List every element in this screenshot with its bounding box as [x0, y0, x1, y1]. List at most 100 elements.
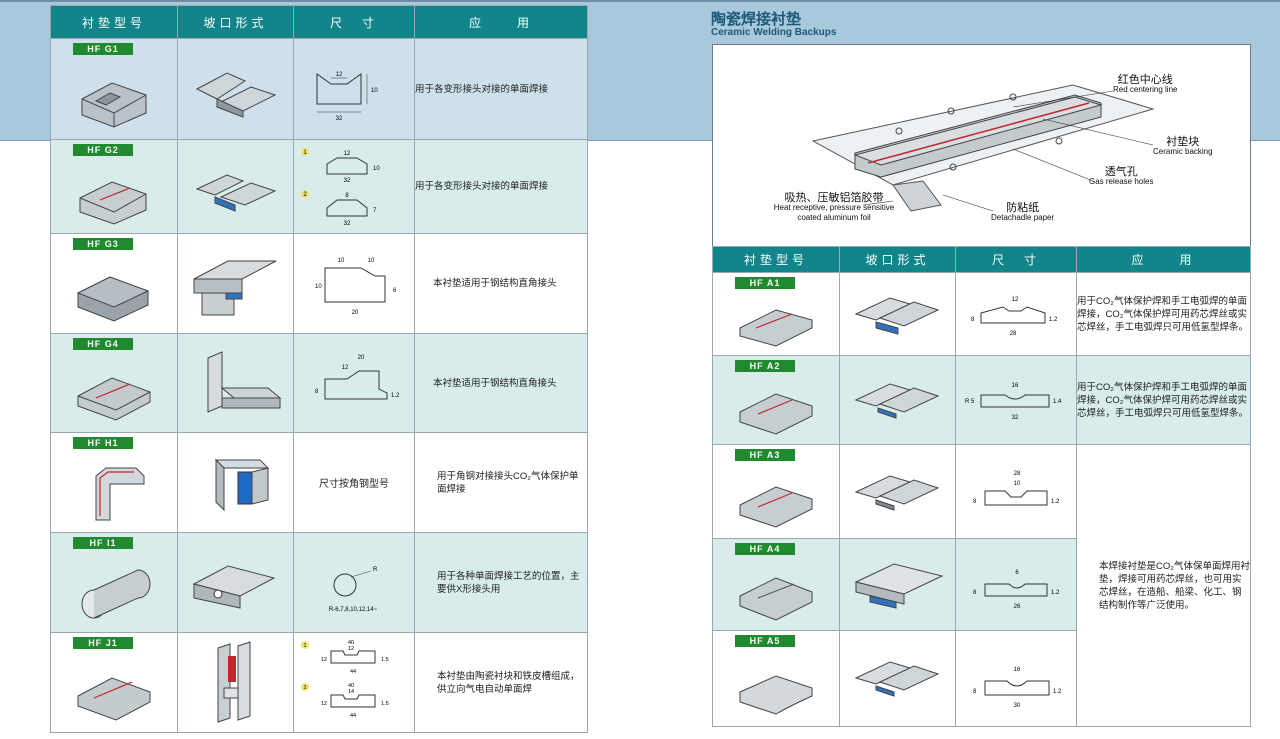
groove-cell	[177, 432, 294, 533]
dimension-drawing: R R-6,7,8,10,12,14~	[329, 567, 378, 613]
dim-label: 1	[303, 643, 306, 649]
backing-shape-illustration	[739, 674, 813, 715]
model-badge: HF G3	[73, 238, 133, 250]
model-badge: HF G2	[73, 144, 133, 156]
dim-label: 8	[973, 590, 977, 596]
dim-label: 6	[1015, 570, 1019, 576]
size-cell: 尺寸按角钢型号	[293, 432, 415, 533]
groove-illustration	[217, 640, 250, 723]
size-cell: 12 8 1.2 28	[955, 272, 1077, 356]
table-row: HF A3 28 10 8 1.2 本焊接衬垫是CO₂气体保单面焊用衬垫，焊接可…	[712, 444, 1251, 727]
callout-detachable-paper: 防粘纸 Detachadle paper	[991, 202, 1055, 223]
model-badge: HF H1	[73, 437, 133, 449]
groove-cell	[839, 444, 956, 539]
dim-label: R-6,7,8,10,12,14~	[329, 607, 378, 613]
page-title: 陶瓷焊接衬垫	[711, 11, 802, 28]
table-header-row: 衬垫型号 坡口形式 尺 寸 应 用	[712, 246, 1251, 273]
groove-cell	[177, 532, 294, 633]
dimension-drawing: 16 R 5 1.4 32	[965, 383, 1062, 421]
model-cell: HF A2	[712, 355, 840, 445]
groove-cell	[839, 355, 956, 445]
dimension-drawing: 12 10 32	[316, 72, 378, 122]
callout-red-centering-line: 红色中心线 Red centering line	[1113, 74, 1178, 95]
dim-label: 10	[373, 166, 380, 172]
col-app-header: 应 用	[414, 5, 588, 39]
table-row: HF J1 1 40 12 12 1.5 44 2	[50, 632, 588, 733]
dim-label: R 5	[965, 399, 975, 405]
backing-shape-illustration	[77, 377, 151, 421]
groove-cell	[839, 272, 956, 356]
application-cell-merged: 本焊接衬垫是CO₂气体保单面焊用衬垫，焊接可用药芯焊丝，也可用实芯焊丝，在造船、…	[1076, 444, 1251, 727]
callout-gas-release-holes: 透气孔 Gas release holes	[1089, 166, 1154, 187]
left-spec-table: 衬垫型号 坡口形式 尺 寸 应 用 HF G1	[50, 5, 588, 733]
table-row: HF A2 16 R 5 1.4 32 用于CO₂气体保护焊和手工电弧焊的单面焊…	[712, 355, 1251, 445]
col-size-header: 尺 寸	[293, 5, 415, 39]
dim-label: 2	[303, 685, 306, 691]
model-cell: HF A5	[712, 630, 840, 727]
dim-label: 32	[344, 221, 351, 227]
dimension-drawing: 28 10 8 1.2	[973, 471, 1060, 505]
size-cell: R R-6,7,8,10,12,14~	[293, 532, 415, 633]
groove-illustration	[207, 351, 281, 413]
backing-shape-illustration	[739, 576, 813, 621]
model-badge: HF A3	[735, 449, 795, 461]
page-subtitle: Ceramic Welding Backups	[711, 27, 837, 38]
application-cell: 本衬垫适用于钢结构直角接头	[414, 233, 588, 334]
backing-shape-illustration	[79, 180, 147, 225]
ceramic-backing-illustration	[811, 84, 1155, 212]
dim-label: 1.2	[391, 393, 400, 399]
dim-label: 44	[350, 713, 356, 719]
dim-label: 1	[303, 150, 307, 156]
dim-label: 20	[358, 355, 365, 361]
table-row: HF A1 12 8 1.2 28 用于CO₂气体保护焊和手工电弧焊的单面焊接，…	[712, 272, 1251, 356]
callout-ceramic-backing: 衬垫块 Ceramic backing	[1153, 136, 1213, 157]
table-row: HF A4 6 8 1.2 26	[712, 538, 1251, 631]
dim-label: 1.4	[1053, 399, 1062, 405]
backing-shape-illustration	[739, 393, 813, 435]
size-cell: 1 40 12 12 1.5 44 2 40 14 12 1.5 44	[293, 632, 415, 733]
dim-label: 12	[321, 701, 327, 707]
size-cell: 10 10 10 6 20	[293, 233, 415, 334]
dim-label: 10	[1014, 481, 1021, 487]
groove-cell	[177, 333, 294, 433]
model-cell: HF J1	[50, 632, 178, 733]
model-badge: HF G1	[73, 43, 133, 55]
groove-illustration	[854, 660, 939, 697]
model-cell: HF A1	[712, 272, 840, 356]
dim-label: 28	[1010, 331, 1017, 337]
groove-cell	[839, 538, 956, 631]
col-groove-header: 坡口形式	[177, 5, 294, 39]
dim-label: R	[373, 567, 378, 573]
groove-cell	[177, 233, 294, 334]
dim-label: 1.5	[381, 657, 389, 663]
groove-illustration	[195, 173, 276, 212]
model-badge: HF I1	[73, 537, 133, 549]
groove-illustration	[854, 474, 939, 511]
table-row: HF G1 12 10 32	[50, 38, 588, 140]
application-cell: 本衬垫由陶瓷衬块和铁皮槽组成，供立向气电自动单面焊	[414, 632, 588, 733]
model-cell: HF H1	[50, 432, 178, 533]
dim-label: 10	[338, 258, 345, 264]
application-cell: 本衬垫适用于钢结构直角接头	[414, 333, 588, 433]
dim-label: 12	[342, 365, 349, 371]
model-badge: HF A4	[735, 543, 795, 555]
table-header-row: 衬垫型号 坡口形式 尺 寸 应 用	[50, 5, 588, 39]
dim-label: 26	[1014, 604, 1021, 610]
model-cell: HF G3	[50, 233, 178, 334]
dim-label: 12	[321, 657, 327, 663]
dim-label: 32	[1012, 415, 1019, 421]
table-row: HF I1 R R-6,7,8,10,12,14~ 用于各种单面焊接工艺的位置，…	[50, 532, 588, 633]
backing-shape-illustration	[739, 309, 813, 347]
dim-label: 16	[1012, 383, 1019, 389]
dim-label: 12	[344, 151, 351, 157]
dim-label: 8	[315, 389, 319, 395]
groove-illustration	[193, 260, 276, 315]
dimension-drawing: 20 12 8 1.2	[315, 355, 400, 400]
dimension-drawing: 6 8 1.2 26	[973, 570, 1060, 610]
backing-shape-illustration	[81, 568, 151, 618]
application-cell: 用于各种单面焊接工艺的位置，主要供X形接头用	[414, 532, 588, 633]
model-cell: HF G1	[50, 38, 178, 140]
dim-label: 28	[1014, 471, 1021, 477]
model-cell: HF G4	[50, 333, 178, 433]
dim-label: 30	[1014, 703, 1021, 709]
